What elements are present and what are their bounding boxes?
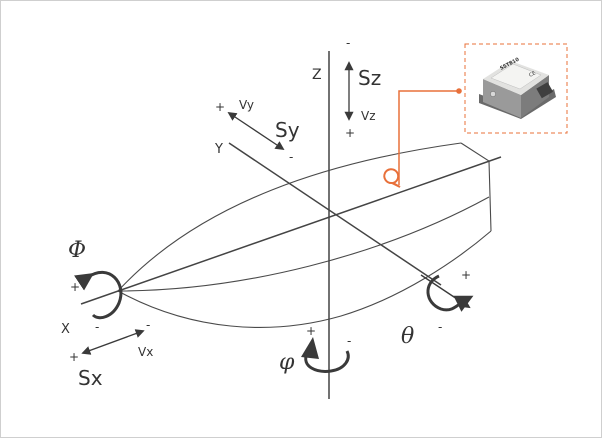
heave-label: Sz [358,66,381,90]
surge-minus: - [146,318,150,332]
sway-group: + - Vy Sy [215,98,300,164]
sensor-device-image: SST810 CE [479,56,556,119]
heave-plus: + [345,126,355,140]
heave-group: - + Sz Vz [344,36,381,140]
surge-label: Sx [78,366,103,390]
sway-arrow [227,111,285,151]
sensor-logo-dot [490,91,496,97]
hull-waterline [117,196,490,292]
hull-stern [460,142,492,232]
sensor-image-box [464,43,568,134]
sensor-callout [383,43,568,188]
sensor-leader-end-dot [456,88,462,94]
pitch-group: θ + - [401,268,474,349]
surge-plus: + [69,350,79,364]
sensor-location-marker [383,168,401,188]
sway-minus: - [289,150,293,164]
sensor-ce-mark: CE [528,70,537,78]
sway-velocity: Vy [239,98,254,112]
roll-rotation-arrow [74,270,123,320]
pitch-axis-arrow [420,274,471,309]
yaw-rotation-arrow [304,350,350,373]
hull [117,142,492,328]
heave-velocity: Vz [361,109,376,123]
y-axis-label: Y [214,142,223,157]
roll-plus: + [70,280,80,294]
sway-plus: + [215,100,225,114]
x-axis-line [80,156,502,305]
yaw-plus: + [306,324,316,338]
heave-minus: - [346,36,350,50]
hull-bottom-edge [117,230,492,328]
roll-minus: - [95,320,99,334]
sensor-leader-line [398,90,459,185]
sensor-body-front [483,79,521,118]
yaw-symbol: φ [279,350,295,375]
yaw-group: φ + - [279,324,351,375]
roll-symbol: Φ [68,238,86,263]
roll-group: Φ + - [68,238,123,334]
sensor-connector [536,82,554,99]
yaw-minus: - [347,334,351,348]
surge-group: + - Vx Sx [69,318,153,390]
z-axis-label: Z [312,67,322,83]
axes [80,51,502,399]
sensor-label-plate [490,63,542,90]
y-axis-line [228,142,442,286]
pitch-symbol: θ [401,324,414,349]
sway-label: Sy [275,118,300,142]
yaw-arrow-head [301,337,319,359]
surge-velocity: Vx [138,345,153,359]
hull-top-edge [117,142,462,292]
pitch-minus: - [438,320,442,334]
pitch-plus: + [461,268,471,282]
x-axis-label: X [61,322,70,337]
surge-arrow [81,329,145,355]
